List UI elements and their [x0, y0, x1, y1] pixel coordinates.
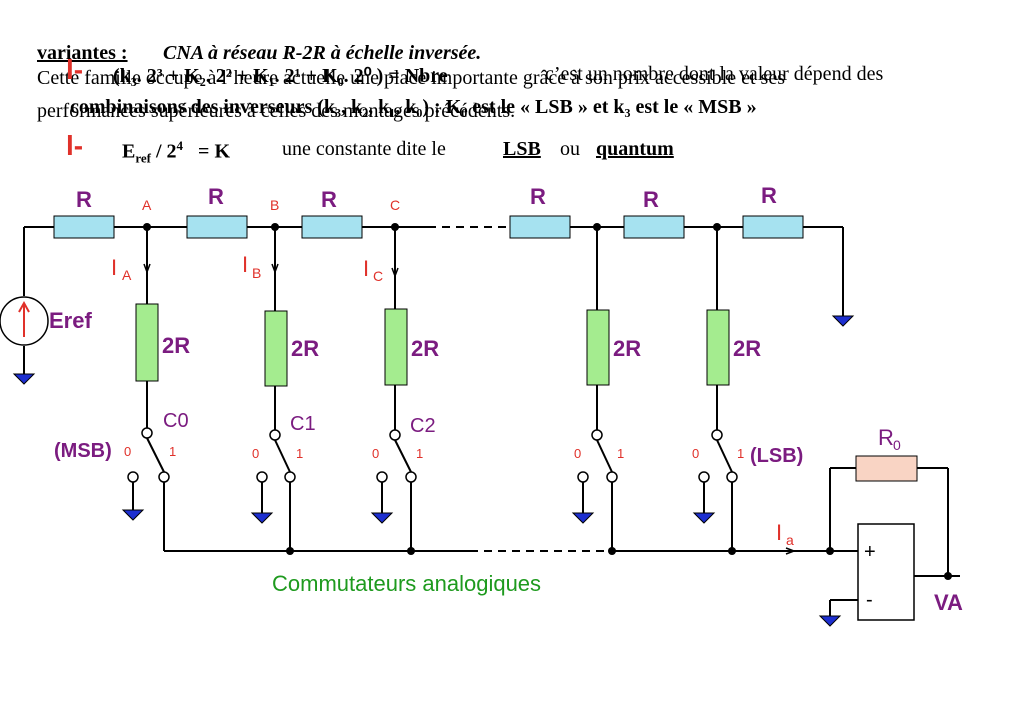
- bullet-1-marker: l-: [66, 54, 84, 85]
- current-ib-label: I: [242, 252, 248, 277]
- ground-icon: [251, 512, 273, 524]
- lsb-label: (LSB): [750, 445, 803, 467]
- node-c-label: C: [390, 197, 400, 213]
- switch-c2-label: C2: [410, 415, 436, 437]
- switch-pos-1: 1: [296, 446, 303, 461]
- ground-icon: [371, 512, 393, 524]
- output-va-label: VA: [934, 590, 963, 615]
- node-b-label: B: [270, 197, 279, 213]
- eref-symbol: E: [122, 140, 136, 163]
- opamp-plus: +: [864, 541, 876, 563]
- lsb-term: LSB: [503, 138, 541, 160]
- switch-pos-1: 1: [416, 446, 423, 461]
- ground-icon: [693, 512, 715, 524]
- current-ic-sub: C: [373, 268, 383, 284]
- switch-pos-0: 0: [692, 446, 699, 461]
- resistor-r-label: R: [321, 187, 337, 212]
- eref-k-formula: Eref / 24 = K: [122, 138, 230, 167]
- bullet-1-text: c’est un nombre dont la valeur dépend de…: [545, 63, 884, 85]
- eq-k: = K: [198, 140, 230, 163]
- slide-title: CNA à réseau R-2R à échelle inversée.: [163, 42, 482, 64]
- resistor-2r-label: 2R: [733, 336, 761, 361]
- r0-sub: 0: [893, 437, 901, 453]
- resistor-r-label: R: [208, 184, 224, 209]
- current-ia-sub: A: [122, 267, 132, 283]
- resistor-r-label: R: [76, 187, 92, 212]
- resistor-2r-label: 2R: [411, 336, 439, 361]
- switch-pos-1: 1: [169, 444, 176, 459]
- current-ic-label: I: [363, 256, 369, 281]
- switch-pos-0: 0: [372, 446, 379, 461]
- div-symbol: / 2: [155, 140, 177, 163]
- eref-subscript: ref: [135, 150, 151, 166]
- ground-icon: [13, 373, 35, 385]
- r0-label: R: [878, 425, 894, 450]
- ground-icon: [819, 615, 841, 627]
- bullet-2-marker: l-: [66, 130, 84, 161]
- current-ia-label: I: [111, 255, 117, 280]
- ground-icon: [832, 315, 854, 327]
- quantum-term: quantum: [596, 138, 674, 160]
- bullet-1-formula: (k₃. 2³ + K₂. 2² + K₁. 2¹ + K₀. 2⁰ ) = N…: [113, 65, 448, 87]
- current-ia-out-label: I: [776, 520, 782, 545]
- switch-pos-0: 0: [124, 444, 131, 459]
- ground-icon: [572, 512, 594, 524]
- intro-line-2: performances supérieures à celles des mo…: [37, 100, 516, 122]
- intro-line-1: Cette famille occupe à l’heure actuelle …: [37, 67, 785, 89]
- current-ia-out-sub: a: [786, 532, 794, 548]
- bullet-1-line-2: combinaisons des inverseurs (k₃, k₂, k₁,…: [70, 96, 757, 118]
- switch-pos-0: 0: [252, 446, 259, 461]
- variantes-label: variantes :: [37, 42, 128, 64]
- resistor-r-label: R: [643, 187, 659, 212]
- resistor-2r-label: 2R: [613, 336, 641, 361]
- switches-caption: Commutateurs analogiques: [272, 571, 541, 596]
- resistor-2r-label: 2R: [291, 336, 319, 361]
- switch-c0-label: C0: [163, 410, 189, 432]
- ground-icon: [122, 509, 144, 521]
- eref-label: Eref: [49, 308, 92, 333]
- msb-label: (MSB): [54, 440, 112, 462]
- resistor-r-label: R: [530, 184, 546, 209]
- switch-c1-label: C1: [290, 413, 316, 435]
- opamp-minus: -: [866, 589, 873, 611]
- resistor-r-label: R: [761, 183, 777, 208]
- current-ib-sub: B: [252, 265, 261, 281]
- resistor-2r-label: 2R: [162, 333, 190, 358]
- switch-pos-1: 1: [617, 446, 624, 461]
- node-a-label: A: [142, 197, 152, 213]
- div-exponent: 4: [176, 138, 184, 153]
- ou-text: ou: [560, 138, 580, 160]
- constante-text: une constante dite le: [282, 138, 446, 160]
- switch-pos-0: 0: [574, 446, 581, 461]
- switch-pos-1: 1: [737, 446, 744, 461]
